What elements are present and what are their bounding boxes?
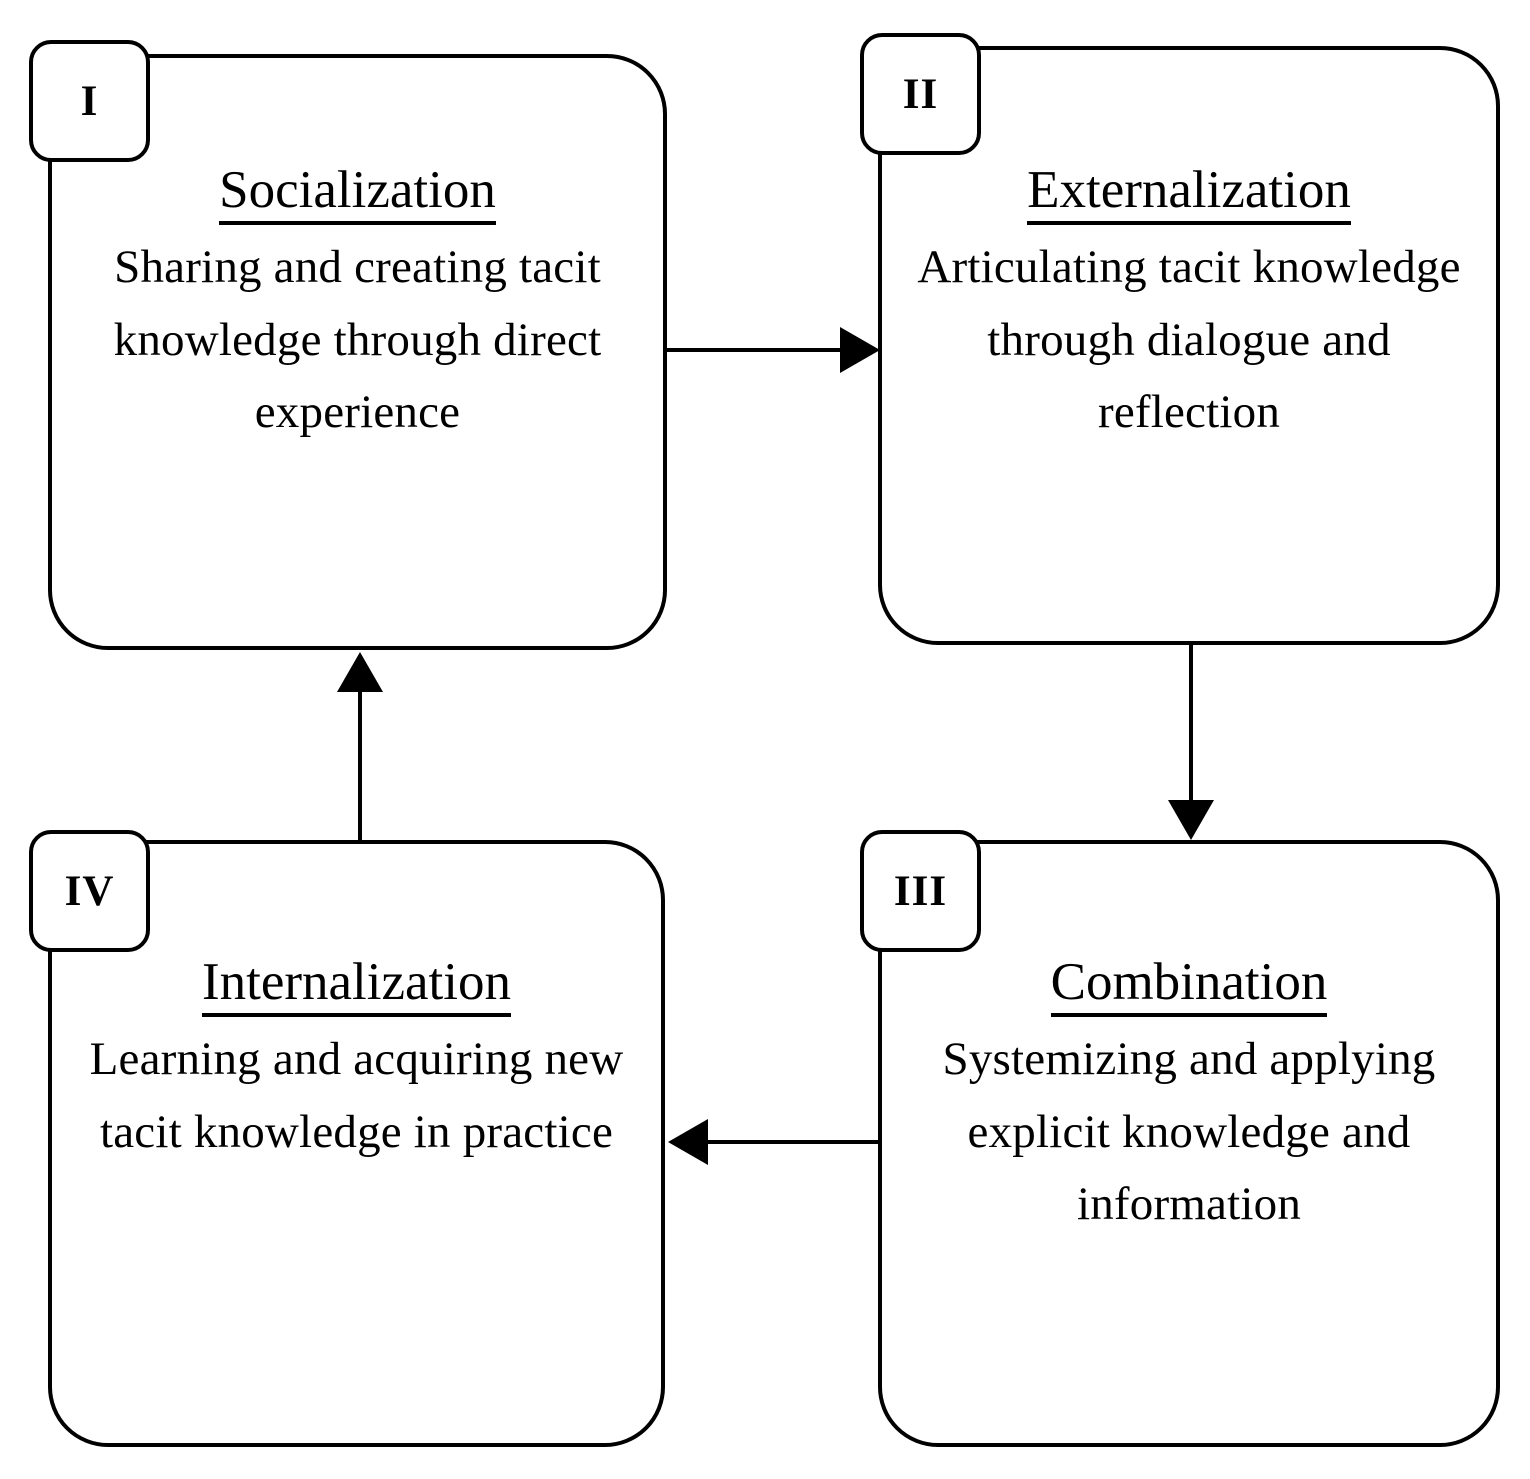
quadrant-externalization-description: Articulating tacit knowledge through dia…	[917, 240, 1461, 439]
quadrant-combination-title: Combination	[1050, 954, 1328, 1017]
quadrant-externalization-title: Externalization	[1027, 162, 1351, 225]
quadrant-socialization-description: Sharing and creating tacit knowledge thr…	[113, 240, 602, 439]
quadrant-combination-content: Combination Systemizing and applying exp…	[882, 954, 1496, 1241]
quadrant-badge-i[interactable]: I	[29, 40, 150, 162]
arrow-socialization-to-externalization	[667, 327, 880, 373]
quadrant-internalization[interactable]: Internalization Learning and acquiring n…	[48, 840, 665, 1447]
arrow-internalization-to-socialization	[337, 652, 383, 840]
quadrant-socialization[interactable]: Socialization Sharing and creating tacit…	[48, 54, 667, 650]
quadrant-internalization-title: Internalization	[201, 954, 512, 1017]
quadrant-externalization[interactable]: Externalization Articulating tacit knowl…	[878, 46, 1500, 645]
quadrant-socialization-content: Socialization Sharing and creating tacit…	[52, 162, 663, 449]
quadrant-badge-i-label: I	[80, 77, 99, 125]
quadrant-internalization-description: Learning and acquiring new tacit knowled…	[89, 1032, 624, 1158]
quadrant-internalization-content: Internalization Learning and acquiring n…	[52, 954, 661, 1168]
quadrant-badge-iii-label: III	[893, 867, 948, 915]
quadrant-badge-iii[interactable]: III	[860, 830, 981, 952]
quadrant-badge-ii[interactable]: II	[860, 33, 981, 155]
arrow-externalization-to-combination	[1168, 645, 1214, 840]
quadrant-badge-iv-label: IV	[64, 867, 115, 915]
quadrant-combination[interactable]: Combination Systemizing and applying exp…	[878, 840, 1500, 1447]
quadrant-badge-iv[interactable]: IV	[29, 830, 150, 952]
quadrant-badge-ii-label: II	[902, 70, 939, 118]
quadrant-socialization-title: Socialization	[219, 162, 496, 225]
quadrant-combination-description: Systemizing and applying explicit knowle…	[942, 1032, 1436, 1231]
arrow-combination-to-internalization	[668, 1119, 878, 1165]
quadrant-externalization-content: Externalization Articulating tacit knowl…	[882, 162, 1496, 449]
